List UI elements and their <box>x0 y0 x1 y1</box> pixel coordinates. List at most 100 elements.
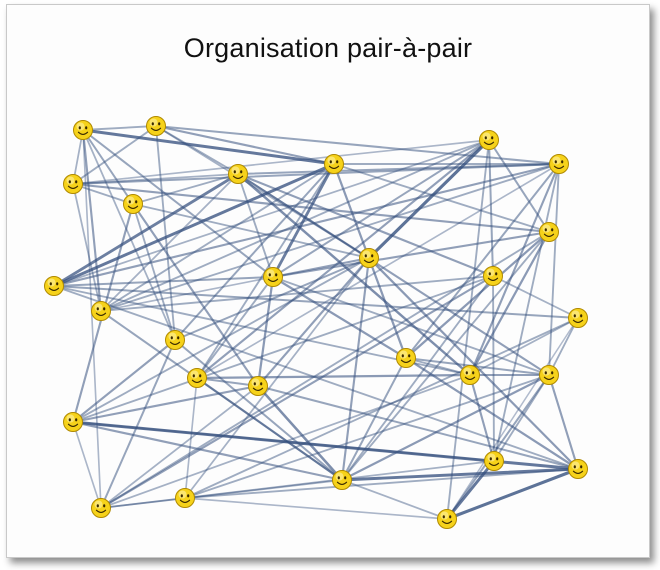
smiley-face-icon <box>73 120 93 140</box>
network-edge <box>548 163 560 376</box>
network-edge <box>82 129 102 509</box>
network-edge <box>445 467 580 521</box>
smiley-face-icon <box>123 194 143 214</box>
diagram-title: Organisation pair-à-pair <box>183 33 473 63</box>
network-edge <box>445 459 496 521</box>
network-edge <box>72 139 490 185</box>
network-edge <box>488 139 494 277</box>
network-edge <box>236 172 551 377</box>
network-edge <box>82 129 176 341</box>
network-edge <box>195 138 491 380</box>
network-edge <box>184 497 448 520</box>
network-nodes <box>44 116 588 529</box>
smiley-face-icon <box>568 459 588 479</box>
smiley-face-icon <box>539 365 559 385</box>
network-edge <box>236 172 495 278</box>
smiley-face-icon <box>248 376 268 396</box>
network-edge <box>99 274 495 510</box>
network-edge <box>100 231 550 509</box>
smiley-face-icon <box>568 308 588 328</box>
network-edge <box>405 357 471 376</box>
smiley-face-icon <box>263 267 283 287</box>
network-edge <box>82 129 134 205</box>
network-edge <box>72 183 102 312</box>
network-edge <box>154 124 336 166</box>
network-edge <box>174 339 343 481</box>
network-edge <box>468 230 551 377</box>
network-edge <box>256 275 275 388</box>
network-edge <box>257 385 579 470</box>
network-edge <box>468 373 496 463</box>
network-edge <box>404 356 580 471</box>
network-edge <box>72 173 239 185</box>
network-edge <box>72 183 134 205</box>
network-edge <box>340 373 551 482</box>
smiley-face-icon <box>146 116 166 136</box>
network-edge <box>184 317 579 499</box>
network-edge <box>100 460 495 509</box>
smiley-face-icon <box>332 470 352 490</box>
network-edge <box>53 285 579 319</box>
network-edge <box>367 256 580 471</box>
smiley-face-icon <box>359 248 379 268</box>
network-edge <box>196 377 259 387</box>
network-edge <box>52 162 561 288</box>
network-edge <box>72 257 370 423</box>
network-edge <box>71 384 260 424</box>
network-edge <box>81 128 336 166</box>
network-edge <box>100 374 471 509</box>
network-edge <box>132 173 239 205</box>
network-edge <box>53 139 490 287</box>
network-edge <box>237 173 274 278</box>
network-edge <box>72 125 157 185</box>
network-edge <box>492 275 579 319</box>
network-edge <box>52 172 240 288</box>
network-edge <box>271 275 408 360</box>
network-edge <box>341 231 550 481</box>
network-edge <box>405 163 560 359</box>
smiley-face-icon <box>63 412 83 432</box>
network-edge <box>548 317 579 376</box>
smiley-face-icon <box>539 222 559 242</box>
network-edges <box>52 124 580 521</box>
network-edge <box>100 163 335 312</box>
network-edge <box>488 139 550 233</box>
network-edge <box>271 162 336 279</box>
network-edge <box>446 374 550 520</box>
network-edge <box>341 357 407 481</box>
network-edge <box>340 467 580 482</box>
smiley-face-icon <box>479 130 499 150</box>
network-edge <box>196 276 274 379</box>
network-edge <box>446 139 490 520</box>
network-edge <box>184 468 579 499</box>
smiley-face-icon <box>228 164 248 184</box>
network-edge <box>493 374 550 462</box>
network-edge <box>100 385 259 509</box>
network-edge <box>155 125 176 341</box>
network-edge <box>341 275 494 481</box>
network-edge <box>271 230 551 279</box>
network-edge <box>132 203 176 341</box>
network-edge <box>81 128 103 313</box>
smiley-face-icon <box>460 365 480 385</box>
smiley-face-icon <box>549 154 569 174</box>
network-edge <box>340 256 371 482</box>
network-edge <box>493 163 560 462</box>
smiley-face-icon <box>91 498 111 518</box>
network-edge <box>256 384 344 482</box>
network-edge <box>547 373 580 471</box>
network-edge <box>155 125 239 175</box>
network-edge <box>468 162 561 377</box>
network-edge <box>52 162 336 288</box>
network-edge <box>272 276 550 376</box>
network-edge <box>174 163 335 341</box>
network-edge <box>333 163 550 233</box>
network-edge <box>71 420 344 482</box>
smiley-face-icon <box>187 368 207 388</box>
network-edge <box>446 317 579 520</box>
smiley-face-icon <box>44 276 64 296</box>
network-edge <box>100 163 560 312</box>
network-edge <box>195 373 472 380</box>
smiley-face-icon <box>175 488 195 508</box>
